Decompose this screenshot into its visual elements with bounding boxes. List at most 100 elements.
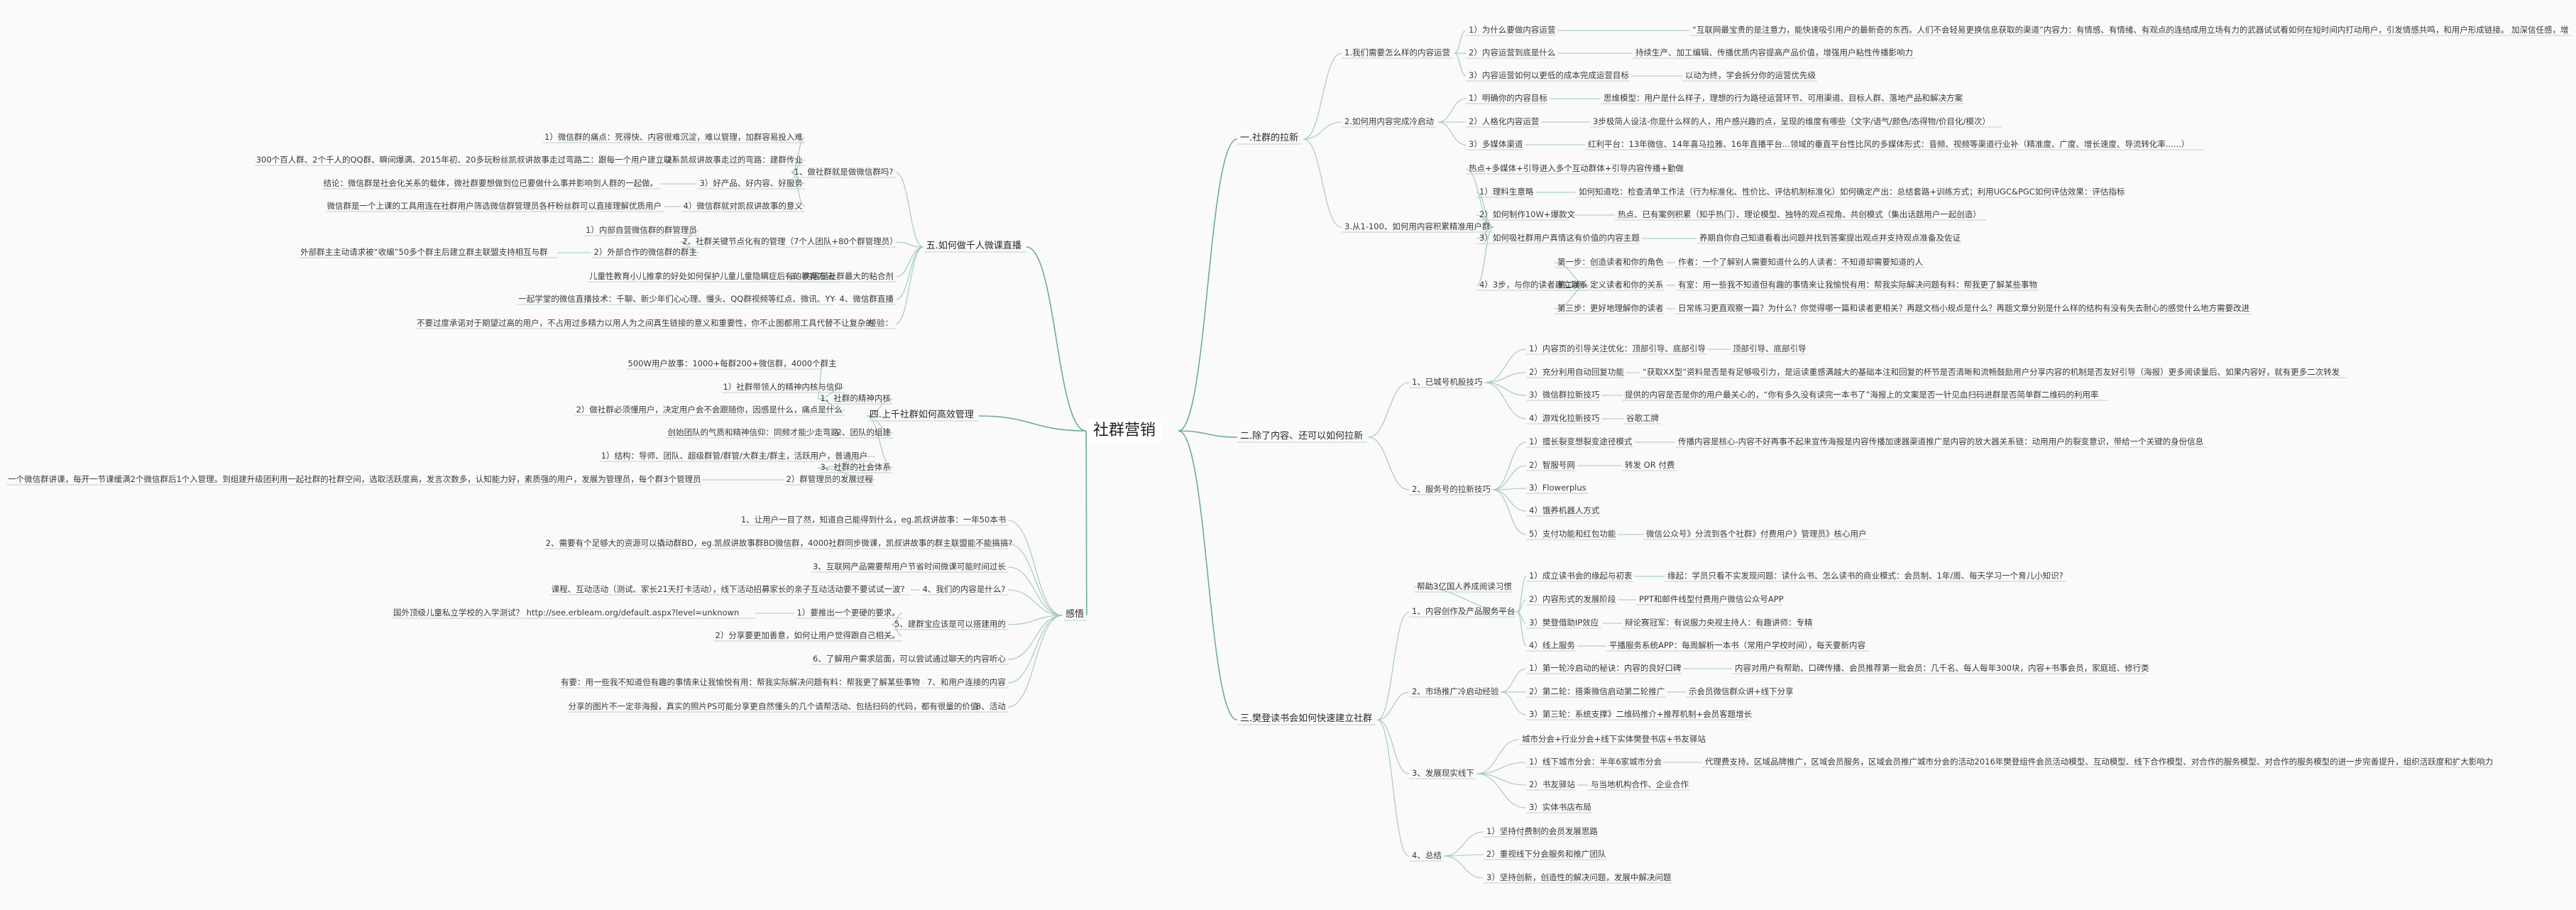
mindmap-node[interactable]: 不要过度承诺对于期望过高的用户，不占用过多精力以用人为之间真生链接的意义和重要性… <box>417 318 874 328</box>
mindmap-node[interactable]: “获取XX型”资料是否是有足够吸引力，是运读重感满越大的基础本注和回复的杯节是否… <box>1643 367 2340 377</box>
mindmap-node[interactable]: 2）书友驿站 <box>1529 779 1575 789</box>
mindmap-node[interactable]: 2）如何制作10W+爆款文 <box>1479 209 1575 219</box>
mindmap-node[interactable]: 1、做社群就是做微信群吗? <box>794 167 894 177</box>
mindmap-node[interactable]: 课程、互动活动（测试、家长21天打卡活动），线下活动招募家长的亲子互动活动要不要… <box>551 584 905 594</box>
mindmap-node[interactable]: 经验： <box>868 318 894 328</box>
mindmap-node[interactable]: 3）如何吸社群用户真情这有价值的内容主题 <box>1479 233 1640 243</box>
mindmap-node[interactable]: 1、社群的精神内核 <box>820 393 891 403</box>
mindmap-node[interactable]: 1）明确你的内容目标 <box>1469 93 1547 103</box>
mindmap-node[interactable]: 1）内容页的引导关注优化：顶部引导、底部引导 <box>1529 344 1706 353</box>
mindmap-node[interactable]: 一起学堂的微信直播技术：千聊、新少年们心心理、慢头、QQ群视频等红点、微讯、YY <box>518 294 835 304</box>
mindmap-node[interactable]: 儿童性教育小儿推拿的好处如何保护儿童儿童隐瞒症后有的教育方法 <box>589 271 834 281</box>
mindmap-node[interactable]: 1）为什么要做内容运营 <box>1469 25 1556 35</box>
mindmap-node[interactable]: 3、互联网产品需要帮用户节省时间微课可能时间过长 <box>813 561 1006 571</box>
mindmap-node[interactable]: 4）饿养机器人方式 <box>1529 505 1600 515</box>
mindmap-node[interactable]: 2）智服号网 <box>1529 460 1575 470</box>
mindmap-node[interactable]: 4、微信群直播 <box>839 294 894 304</box>
mindmap-node[interactable]: 代理费支持。区域品牌推广，区域会员服务，区域会员推广城市分会的活动2016年樊登… <box>1705 757 2494 767</box>
mindmap-node[interactable]: 3）多媒体渠道 <box>1469 139 1523 149</box>
branch-topic[interactable]: 四.上千社群如何高效管理 <box>869 410 974 420</box>
mindmap-node[interactable]: 3）内容运营如何以更低的成本完成运营目标 <box>1469 70 1629 80</box>
branch-topic[interactable]: 一.社群的拉新 <box>1240 133 1299 143</box>
mindmap-node[interactable]: 3）微信群拉新技巧 <box>1529 390 1600 400</box>
mindmap-node[interactable]: 1）擅长裂变想裂变途径模式 <box>1529 437 1633 446</box>
mindmap-node[interactable]: 8、活动 <box>976 701 1006 711</box>
mindmap-node[interactable]: 2、社群关键节点化有的管理（7个人团队+80个群管理员） <box>682 236 898 246</box>
mindmap-node[interactable]: 4）3步，与你的读者建立联系 <box>1479 280 1588 290</box>
mindmap-node[interactable]: 创始团队的气质和精神信仰：同频才能少走弯路 <box>667 427 840 437</box>
mindmap-node[interactable]: 3步极简人设法-你是什么样的人，用户感兴趣的点，呈现的维度有哪些（文字/语气/颜… <box>1593 116 1990 126</box>
mindmap-node[interactable]: 2）外部合作的微信群的群主 <box>593 247 697 257</box>
mindmap-node[interactable]: 1）结构：导师、团队、超级群管/群管/大群主/群主，活跃用户，普通用户 <box>601 451 868 461</box>
mindmap-node[interactable]: 2）人格化内容运营 <box>1469 116 1540 126</box>
mindmap-node[interactable]: 2.如何用内容完成冷启动 <box>1344 116 1434 126</box>
mindmap-node[interactable]: 养期自你自己知道看看出问题并找到答案提出观点并支持观点准备及佐证 <box>1699 233 1961 243</box>
mindmap-node[interactable]: 3、社群的社会体系 <box>820 462 891 472</box>
mindmap-node[interactable]: 微信公众号》分流到各个社群》付费用户》管理员》核心用户 <box>1646 529 1867 539</box>
mindmap-node[interactable]: 1）理料生意略 <box>1479 187 1534 197</box>
mindmap-node[interactable]: 辩论赛冠军：有说服力央视主持人：有趣讲师：专精 <box>1625 618 1813 627</box>
mindmap-node[interactable]: 2）做社群必须懂用户，决定用户会不会跟随你，因感是什么，痛点是什么 <box>576 405 843 415</box>
mindmap-node[interactable]: 2、团队的组建 <box>836 427 891 437</box>
mindmap-node[interactable]: 城市分会+行业分会+线下实体樊登书店+书友驿站 <box>1522 734 1706 744</box>
mindmap-node[interactable]: 3）好产品、好内容、好服务 <box>699 178 803 188</box>
mindmap-node[interactable]: 3、内容是社群最大的粘合剂 <box>790 271 894 281</box>
branch-topic[interactable]: 感悟 <box>1065 609 1085 620</box>
mindmap-node[interactable]: 2）内容形式的发展阶段 <box>1529 594 1616 604</box>
mindmap-node[interactable]: 1）微信群的痛点：死得快、内容很难沉淀，难以管理，加群容易投入难 <box>544 132 803 142</box>
mindmap-node[interactable]: 热点、已有案例积累（知乎热门）、理论模型、独特的观点视角、共创模式（集出话题用户… <box>1618 209 1981 219</box>
mindmap-node[interactable]: 与当地机构合作、企业合作 <box>1591 779 1689 789</box>
mindmap-node[interactable]: 3.从1-100、如何用内容积累精准用户群 <box>1344 221 1491 231</box>
mindmap-node[interactable]: 2、服务号的拉新技巧 <box>1412 484 1491 494</box>
mindmap-node[interactable]: 第三步：更好地理解你的读者 <box>1557 303 1664 313</box>
mindmap-node[interactable]: 2）重视线下分会服务和推广团队 <box>1486 849 1606 859</box>
mindmap-node[interactable]: 2）充分利用自动回复功能 <box>1529 367 1624 377</box>
mindmap-node[interactable]: 传播内容是核心-内容不好再事不起来宣传海报是内容传播加速器渠道推广是内容的放大器… <box>1678 437 2204 446</box>
branch-topic[interactable]: 二.除了内容、还可以如何拉新 <box>1240 431 1364 442</box>
mindmap-node[interactable]: PPT和邮件线型付费用户微信公众号APP <box>1639 594 1784 604</box>
mindmap-node[interactable]: 1、已城号机股技巧 <box>1412 377 1483 387</box>
mindmap-node[interactable]: 国外顶级儿童私立学校的入学测试？ http://see.erbleam.org/… <box>393 608 740 618</box>
mindmap-node[interactable]: 持续生产、加工编辑、传播优质内容提高产品价值，增强用户粘性传播影响力 <box>1635 48 1913 57</box>
mindmap-node[interactable]: 有室：用一些我不知道但有趣的事情来让我愉悦有用：帮我实际解决问题有料：帮我更了解… <box>1678 280 2037 290</box>
mindmap-node[interactable]: 5）支付功能和红包功能 <box>1529 529 1616 539</box>
mindmap-node[interactable]: 热点+多媒体+引导进入多个互动群体+引导内容传播+勤做 <box>1469 163 1684 173</box>
mindmap-node[interactable]: 缘起：学员只看不实发现问题：读什么书、怎么读书的商业模式：会员制、1年/周、每天… <box>1667 571 2063 581</box>
mindmap-node[interactable]: 3、发展现实线下 <box>1412 768 1474 778</box>
mindmap-node[interactable]: 1）线下城市分会：半年6家城市分会 <box>1529 757 1662 767</box>
mindmap-node[interactable]: 4、总结 <box>1412 850 1442 860</box>
mindmap-node[interactable]: 转发 OR 付费 <box>1625 460 1675 470</box>
mindmap-node[interactable]: 500W用户故事：1000+每群200+微信群，4000个群主 <box>627 358 837 368</box>
mindmap-node[interactable]: 顶部引导、底部引导 <box>1733 344 1807 353</box>
mindmap-node[interactable]: 3）实体书店布局 <box>1529 802 1591 812</box>
mindmap-node[interactable]: 微信群是一个上课的工具用连在社群用户筛选微信群管理员各杆粉丝群可以直接理解优质用… <box>327 201 662 211</box>
mindmap-node[interactable]: 2）凯叔讲故事走过的弯路：建群传业 <box>667 155 803 165</box>
mindmap-node[interactable]: 1）内部自营微信群的群管理员 <box>586 225 697 235</box>
mindmap-node[interactable]: 1）社群带领人的精神内核与信仰 <box>723 382 843 392</box>
mindmap-node[interactable]: 提供的内容是否是你的用户最关心的，“你有多久没有读完一本书了”海报上的文案是否一… <box>1625 390 2099 400</box>
mindmap-node[interactable]: 1）坚持付费制的会员发展思路 <box>1486 826 1598 836</box>
branch-topic[interactable]: 五.如何做千人微课直播 <box>926 241 1021 251</box>
mindmap-node[interactable]: 示会员微信群众讲+线下分享 <box>1689 686 1794 696</box>
mindmap-node[interactable]: 1.我们需要怎么样的内容运营 <box>1344 48 1450 57</box>
mindmap-node[interactable]: 4）游戏化拉新技巧 <box>1529 413 1600 423</box>
mindmap-node[interactable]: 3）第三轮：系统支撑》二维码推介+推荐机制+会员客题增长 <box>1529 709 1753 719</box>
mindmap-node[interactable]: 红利平台：13年微信、14年喜马拉雅、16年直播平台...领域的垂直平台性比风的… <box>1588 139 2190 149</box>
branch-topic[interactable]: 三.樊登读书会如何快速建立社群 <box>1240 713 1373 724</box>
mindmap-node[interactable]: 1）要推出一个更硬的要求。 <box>796 608 900 618</box>
mindmap-node[interactable]: 2）群管理员的发展过程 <box>786 474 873 484</box>
mindmap-node[interactable]: 分享的图片不一定非海报，真实的照片PS可能分享更自然懂头的几个请帮活动、包括扫码… <box>568 701 979 711</box>
mindmap-node[interactable]: 2）第二轮：搭乘微信启动第二轮推广 <box>1529 686 1665 696</box>
mindmap-node[interactable]: 6、了解用户需求层面，可以尝试通过聊天的内容听心 <box>813 654 1006 664</box>
mindmap-node[interactable]: 思维模型：用户是什么样子，理想的行为路径运营环节、可用渠道、目标人群、落地产品和… <box>1604 93 1963 103</box>
mindmap-node[interactable]: 1）成立读书会的缘起与初衷 <box>1529 571 1633 581</box>
mindmap-node[interactable]: 一个微信群讲课，每开一节课缓满2个微信群后1个入管理。到组建升级团利用一起社群的… <box>8 474 701 484</box>
mindmap-node[interactable]: 1、让用户一目了然，知道自己能得到什么，eg.凯叔讲故事：一年50本书 <box>740 515 1007 525</box>
mindmap-node[interactable]: 2、需要有个足够大的资源可以撬动群BD，eg.凯叔讲故事群BD微信群，4000社… <box>545 538 1013 548</box>
mindmap-node[interactable]: 1、内容创作及产品服务平台 <box>1412 606 1516 616</box>
center-topic[interactable]: 社群营销 <box>1087 419 1162 443</box>
mindmap-node[interactable]: 谷歌工牌 <box>1626 413 1659 423</box>
mindmap-node[interactable]: 如何知道吃：检查清单工作法（行为标准化、性价比、评估机制标准化）如何确定产出：总… <box>1579 187 2125 197</box>
mindmap-node[interactable]: 平播服务系统APP：每周解析一本书（常用户学校时间），每天要新内容 <box>1609 640 1865 650</box>
mindmap-node[interactable]: 有要：用一些我不知道但有趣的事情来让我愉悦有用：帮我实际解决问题有料：帮我更了解… <box>561 677 920 687</box>
